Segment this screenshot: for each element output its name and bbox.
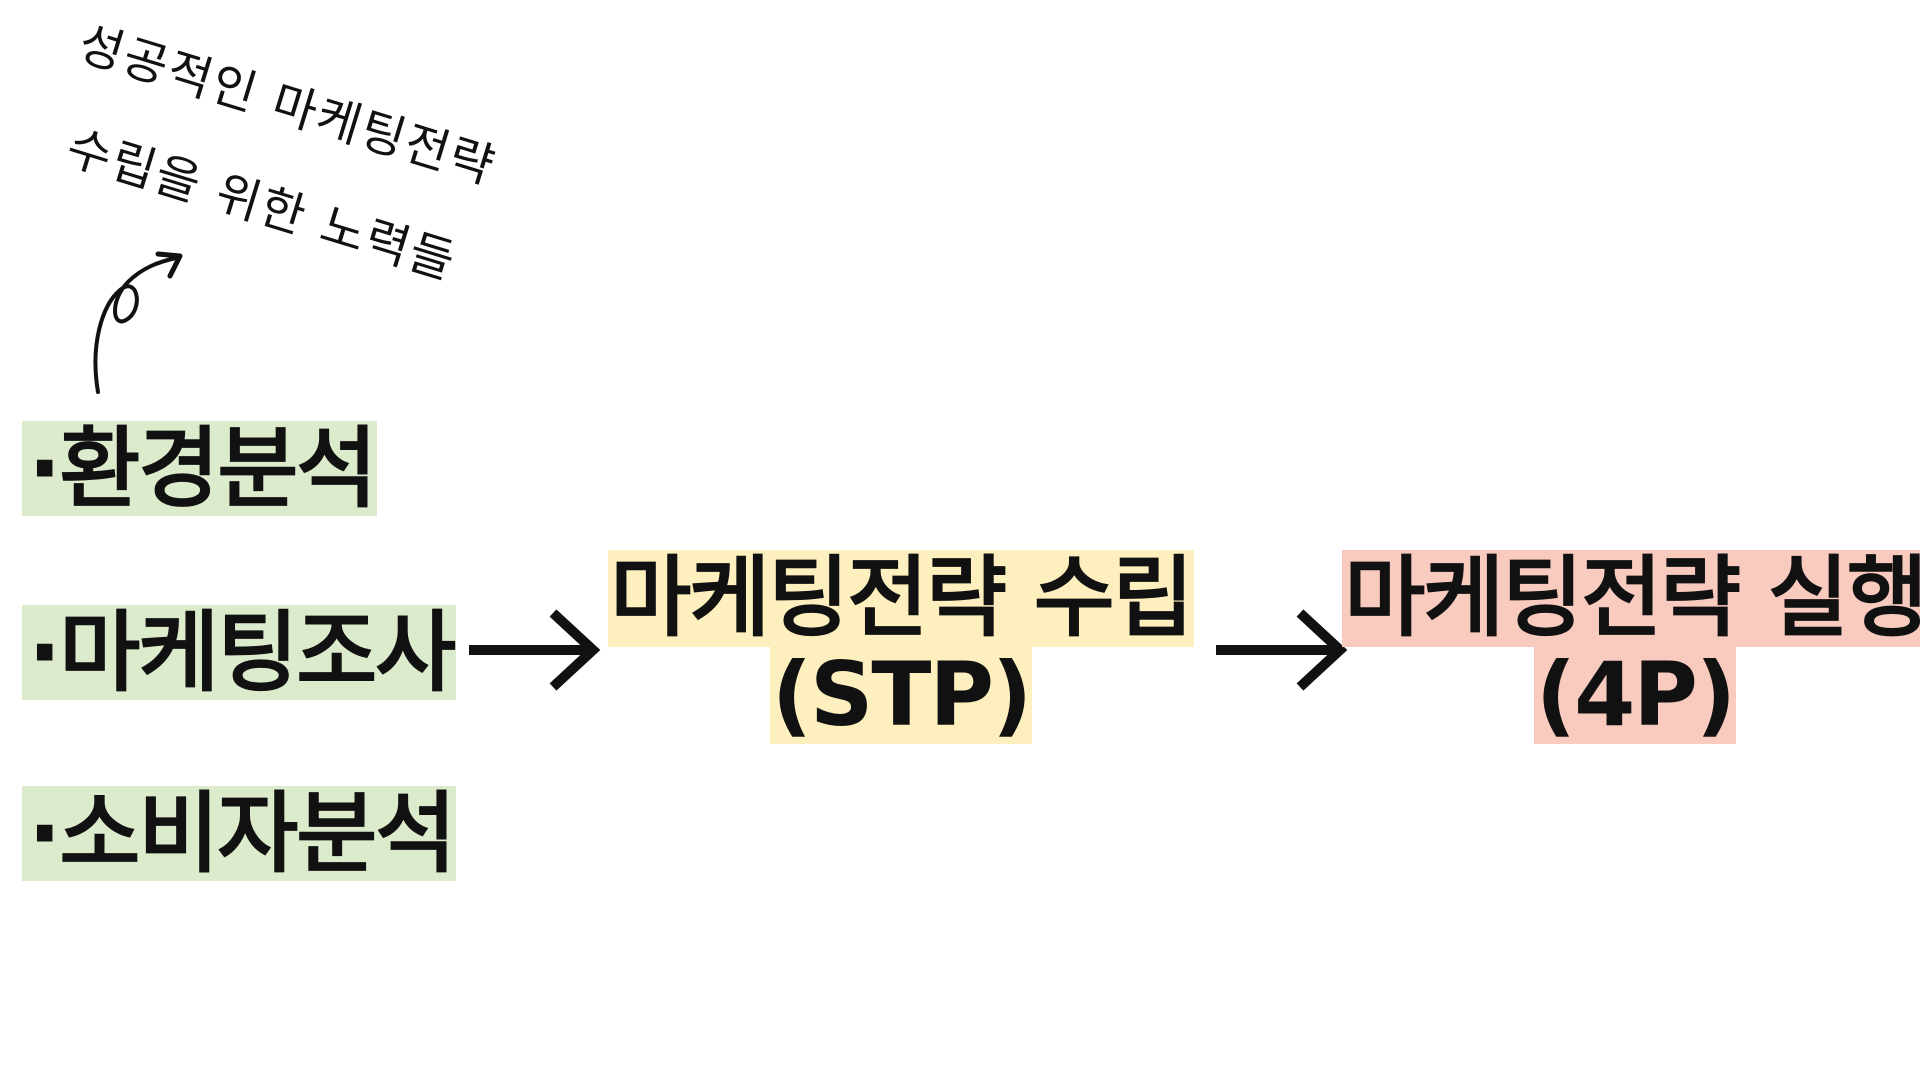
execution-subtitle: (4P) (1533, 642, 1736, 746)
stp-block: 마케팅전략 수립 (STP) (608, 549, 1194, 746)
stp-title: 마케팅전략 수립 (608, 546, 1194, 649)
input-item-consumer-analysis: ·소비자분석 (22, 786, 456, 881)
execution-title: 마케팅전략 실행 (1342, 549, 1920, 647)
curly-arrow-icon (93, 251, 183, 394)
input-item-environment-analysis: ·환경분석 (22, 421, 377, 516)
right-arrow-icon (469, 609, 601, 691)
stp-subtitle: (STP) (769, 642, 1032, 746)
input-item-marketing-research: ·마케팅조사 (22, 605, 456, 700)
execution-block: 마케팅전략 실행 (4P) (1342, 549, 1920, 746)
right-arrow-icon (1216, 609, 1348, 691)
